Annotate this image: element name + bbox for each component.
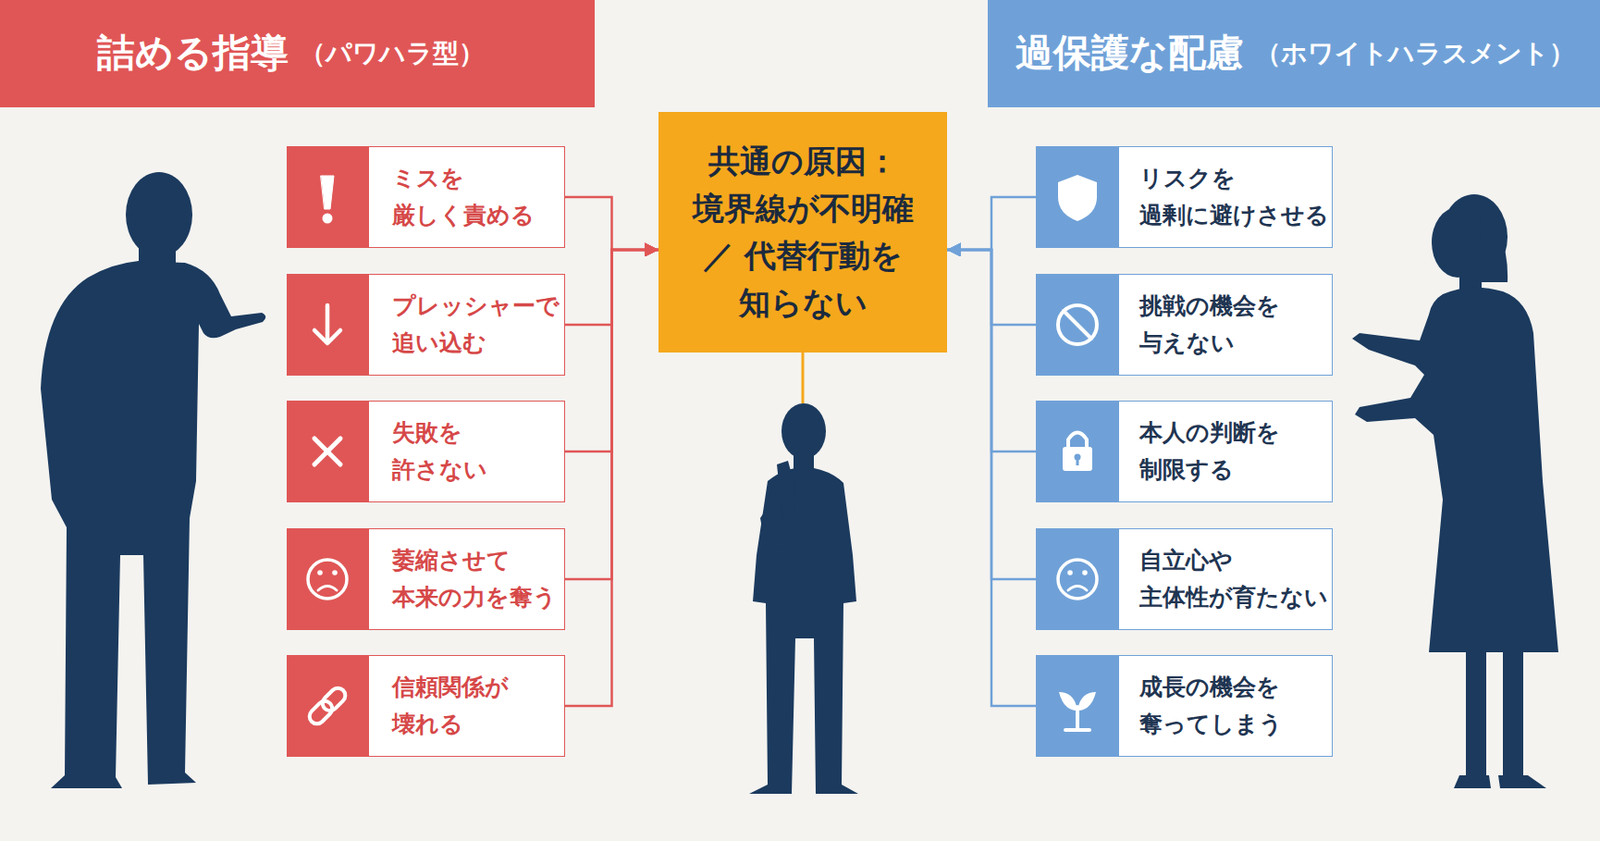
box-text: 成長の機会を 奪ってしまう xyxy=(1139,668,1283,743)
cause-box: 共通の原因：境界線が不明確／ 代替行動を 知らない xyxy=(658,111,948,353)
person-head xyxy=(1431,207,1484,278)
header-title: 過保護な配慮 xyxy=(1015,30,1244,76)
person-foot xyxy=(1453,775,1491,788)
icon-tile xyxy=(286,273,370,376)
header-title: 詰める指導 xyxy=(97,30,289,76)
box-text: ミスを 厳しく責める xyxy=(392,160,535,234)
box-text: 自立心や 主体性が育たない xyxy=(1139,541,1329,616)
down-arrow-icon xyxy=(314,330,341,344)
person-hair xyxy=(1479,212,1508,283)
prohibition-icon xyxy=(1063,310,1092,339)
chain-icon xyxy=(306,698,335,727)
person-head xyxy=(125,172,193,258)
connector-arrow xyxy=(565,249,659,452)
sad-face-icon xyxy=(317,569,323,576)
icon-tile xyxy=(286,400,370,503)
person-neck xyxy=(793,451,814,472)
box-text: 本人の判断を 制限する xyxy=(1139,414,1280,489)
connector-arrow xyxy=(947,249,1036,452)
icon-tile xyxy=(1035,654,1120,757)
connector-arrow xyxy=(947,196,1036,250)
person-leg xyxy=(1465,647,1487,779)
person-leg xyxy=(1502,647,1524,779)
effect-box: プレッシャーで 追い込む xyxy=(286,273,566,376)
icon-tile xyxy=(286,528,370,630)
sprout-icon xyxy=(1065,727,1090,732)
prohibition-icon xyxy=(1058,305,1097,345)
effect-box: 信頼関係が 壊れる xyxy=(286,654,566,757)
connector-arrow xyxy=(565,196,659,250)
connector-arrow xyxy=(565,249,659,579)
connector-arrow xyxy=(565,249,659,706)
box-text: 信頼関係が 壊れる xyxy=(392,668,509,743)
sad-face-icon xyxy=(1068,586,1087,591)
sad-face-icon xyxy=(332,569,338,576)
sad-face-icon xyxy=(1082,569,1088,576)
lock-icon xyxy=(1074,454,1082,461)
connector-arrow xyxy=(565,249,659,325)
person-neck xyxy=(138,242,176,274)
sprout-icon xyxy=(1058,691,1078,711)
icon-tile xyxy=(1035,400,1120,503)
chain-icon xyxy=(320,684,349,714)
effect-box: 挑戦の機会を 与えない xyxy=(1035,273,1333,376)
person-hair xyxy=(1440,194,1508,280)
person-arm xyxy=(760,460,798,549)
cause-text: 境界線が不明確／ 代替行動を 知らない xyxy=(692,184,914,327)
icon-tile xyxy=(286,654,370,757)
effect-box: 自立心や 主体性が育たない xyxy=(1035,528,1333,630)
effect-box: 失敗を 許さない xyxy=(286,400,566,503)
exclamation-icon xyxy=(320,175,334,210)
icon-tile xyxy=(286,146,370,248)
box-text: 挑戦の機会を 与えない xyxy=(1139,287,1280,362)
connector-arrow xyxy=(947,249,1036,325)
sad-face-icon xyxy=(1058,559,1097,599)
person-neck xyxy=(1459,268,1482,296)
person-head xyxy=(781,403,826,459)
box-text: リスクを 過剰に避けさせる xyxy=(1139,160,1330,234)
lock-icon xyxy=(1062,446,1093,471)
header-band: 詰める指導 （パワハラ型） xyxy=(0,0,595,108)
sprout-icon xyxy=(1077,691,1096,711)
sprout-icon xyxy=(1075,706,1080,729)
person-silhouette xyxy=(40,260,266,788)
cross-icon xyxy=(314,438,341,465)
icon-tile xyxy=(1035,146,1120,248)
person-silhouette xyxy=(749,467,859,794)
effect-box: リスクを 過剰に避けさせる xyxy=(1035,146,1333,248)
exclamation-icon xyxy=(322,213,333,224)
lock-icon xyxy=(1076,457,1080,466)
box-text: 失敗を 許さない xyxy=(392,414,488,489)
leader-line xyxy=(801,352,805,404)
icon-tile xyxy=(1035,528,1120,630)
effect-box: ミスを 厳しく責める xyxy=(286,146,566,248)
sad-face-icon xyxy=(1067,569,1073,576)
header-subtitle: （ホワイトハラスメント） xyxy=(1255,37,1576,70)
effect-box: 本人の判断を 制限する xyxy=(1035,400,1333,503)
lock-icon xyxy=(1068,432,1087,449)
header-band: 過保護な配慮 （ホワイトハラスメント） xyxy=(987,0,1600,108)
person-foot xyxy=(1498,775,1547,788)
icon-tile xyxy=(1035,273,1120,376)
cross-icon xyxy=(314,438,341,465)
person-silhouette xyxy=(1352,287,1559,653)
connector-arrow xyxy=(947,249,1036,579)
connector-arrow xyxy=(947,249,1036,706)
box-text: プレッシャーで 追い込む xyxy=(392,287,560,362)
header-subtitle: （パワハラ型） xyxy=(299,37,485,70)
cause-text: 共通の原因： xyxy=(708,137,899,185)
effect-box: 成長の機会を 奪ってしまう xyxy=(1035,654,1333,757)
down-arrow-icon xyxy=(325,305,331,343)
shield-icon xyxy=(1058,174,1097,222)
sad-face-icon xyxy=(318,586,337,591)
sad-face-icon xyxy=(307,559,347,599)
effect-box: 萎縮させて 本来の力を奪う xyxy=(286,528,566,630)
box-text: 萎縮させて 本来の力を奪う xyxy=(392,541,557,616)
